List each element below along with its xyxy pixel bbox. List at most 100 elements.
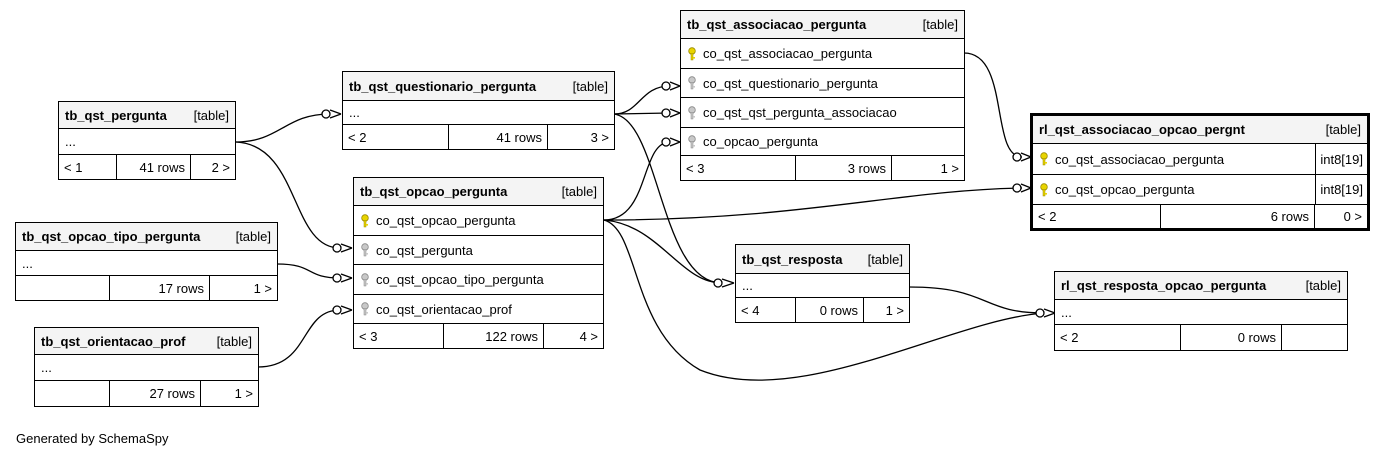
row-count: 41 rows (449, 125, 548, 149)
foreign-key-icon (361, 243, 369, 257)
primary-key-icon (688, 46, 696, 60)
table-name: tb_qst_resposta (742, 251, 843, 267)
column-row[interactable]: co_opcao_pergunta (681, 128, 964, 156)
table-footer: < 4 0 rows 1 > (736, 298, 909, 322)
parents-count[interactable]: < 3 (681, 156, 796, 180)
table-tag: [table] (1305, 278, 1341, 293)
foreign-key-icon (688, 105, 696, 119)
table-tb-qst-orientacao-prof[interactable]: tb_qst_orientacao_prof [table] ... 27 ro… (34, 327, 259, 407)
table-tb-qst-opcao-pergunta[interactable]: tb_qst_opcao_pergunta [table] co_qst_opc… (353, 177, 604, 349)
foreign-key-icon (688, 134, 696, 148)
ellipsis-row: ... (35, 355, 258, 381)
column-name: co_qst_questionario_pergunta (703, 75, 878, 91)
ellipsis-row: ... (736, 274, 909, 298)
table-tag: [table] (572, 78, 608, 94)
ellipsis-row: ... (1055, 300, 1347, 325)
children-count[interactable]: 1 > (234, 386, 253, 401)
table-tb-qst-questionario-pergunta[interactable]: tb_qst_questionario_pergunta [table] ...… (342, 71, 615, 150)
children-count[interactable]: 0 > (1343, 209, 1362, 224)
table-footer: < 2 41 rows 3 > (343, 125, 614, 149)
column-row[interactable]: co_qst_pergunta (354, 236, 603, 265)
row-count: 27 rows (110, 381, 201, 406)
parents-count[interactable]: < 2 (343, 125, 449, 149)
parents-count[interactable]: < 1 (59, 155, 117, 179)
column-name: co_qst_associacao_pergunta (1055, 151, 1225, 167)
parents-count[interactable]: < 4 (736, 298, 796, 322)
column-row[interactable]: co_qst_questionario_pergunta (681, 69, 964, 98)
children-count[interactable]: 1 > (940, 160, 959, 176)
table-tb-qst-opcao-tipo-pergunta[interactable]: tb_qst_opcao_tipo_pergunta [table] ... 1… (15, 222, 278, 301)
table-header: rl_qst_resposta_opcao_pergunta [table] (1055, 272, 1347, 300)
edge-opcao-associacao (603, 141, 671, 221)
edge-pergunta-questionario (235, 113, 331, 143)
children-count[interactable]: 1 > (885, 302, 904, 318)
parents-count[interactable]: < 3 (354, 324, 444, 348)
column-name: co_qst_orientacao_prof (376, 301, 512, 317)
column-type: int8[19] (1315, 175, 1367, 204)
edge-associacao-rl (963, 52, 1023, 158)
table-tag: [table] (235, 229, 271, 244)
children-count[interactable]: 4 > (579, 328, 598, 344)
foreign-key-icon (361, 302, 369, 316)
edge-tipo-opcao (276, 263, 341, 279)
row-count: 41 rows (117, 155, 191, 179)
row-count: 0 rows (796, 298, 864, 322)
edge-questionario-resposta (613, 113, 723, 284)
table-name: tb_qst_pergunta (65, 107, 167, 123)
table-rl-qst-associacao-opcao-pergnt[interactable]: rl_qst_associacao_opcao_pergnt [table] c… (1030, 113, 1370, 231)
primary-key-icon (361, 213, 369, 227)
parents-count[interactable] (35, 381, 110, 406)
column-name: co_opcao_pergunta (703, 134, 818, 149)
table-footer: < 3 3 rows 1 > (681, 156, 964, 180)
column-row[interactable]: co_qst_opcao_tipo_pergunta (354, 265, 603, 295)
table-tb-qst-pergunta[interactable]: tb_qst_pergunta [table] ... < 1 41 rows … (58, 101, 236, 180)
table-tag: [table] (1325, 122, 1361, 137)
column-name: co_qst_qst_pergunta_associacao (703, 105, 897, 120)
primary-key-icon (1040, 182, 1048, 196)
column-name: co_qst_opcao_pergunta (376, 213, 516, 228)
table-header: tb_qst_associacao_pergunta [table] (681, 11, 964, 39)
table-tag: [table] (561, 184, 597, 199)
table-footer: < 2 6 rows 0 > (1033, 205, 1367, 228)
table-footer: 27 rows 1 > (35, 381, 258, 406)
table-tb-qst-associacao-pergunta[interactable]: tb_qst_associacao_pergunta [table] co_qs… (680, 10, 965, 181)
column-row[interactable]: co_qst_qst_pergunta_associacao (681, 98, 964, 128)
row-count: 122 rows (444, 324, 544, 348)
row-count: 0 rows (1181, 325, 1282, 350)
parents-count[interactable]: < 2 (1055, 325, 1181, 350)
children-count[interactable]: 1 > (253, 280, 272, 296)
edge-opcao-rl-associacao (603, 187, 1023, 221)
column-row[interactable]: co_qst_opcao_pergunta (354, 206, 603, 236)
edge-resposta-rl (908, 286, 1045, 314)
parents-count[interactable]: < 2 (1033, 205, 1161, 228)
row-count: 6 rows (1161, 205, 1315, 228)
row-count: 17 rows (110, 276, 210, 300)
table-name: rl_qst_resposta_opcao_pergunta (1061, 278, 1267, 293)
table-rl-qst-resposta-opcao-pergunta[interactable]: rl_qst_resposta_opcao_pergunta [table] .… (1054, 271, 1348, 351)
column-type: int8[19] (1315, 144, 1367, 174)
column-row[interactable]: co_qst_orientacao_prof (354, 295, 603, 324)
children-count[interactable] (1282, 325, 1347, 350)
column-row[interactable]: co_qst_associacao_pergunta (681, 39, 964, 69)
column-name: co_qst_associacao_pergunta (703, 46, 873, 61)
column-row[interactable]: co_qst_associacao_pergunta int8[19] (1033, 144, 1367, 175)
parents-count[interactable] (16, 276, 110, 300)
table-footer: < 3 122 rows 4 > (354, 324, 603, 348)
table-tb-qst-resposta[interactable]: tb_qst_resposta [table] ... < 4 0 rows 1… (735, 244, 910, 323)
table-header: tb_qst_questionario_pergunta [table] (343, 72, 614, 101)
children-count[interactable]: 2 > (211, 159, 230, 175)
column-row[interactable]: co_qst_opcao_pergunta int8[19] (1033, 175, 1367, 205)
children-count[interactable]: 3 > (590, 129, 609, 145)
edge-opcao-rl-resposta (603, 219, 1045, 381)
foreign-key-icon (361, 272, 369, 286)
ellipsis-row: ... (59, 129, 235, 155)
edge-orientacao-opcao (257, 309, 341, 368)
edge-questionario-associacao (613, 85, 671, 115)
table-name: tb_qst_opcao_tipo_pergunta (22, 229, 201, 244)
table-header: tb_qst_pergunta [table] (59, 102, 235, 129)
table-footer: 17 rows 1 > (16, 276, 277, 300)
table-header: tb_qst_orientacao_prof [table] (35, 328, 258, 355)
table-header: rl_qst_associacao_opcao_pergnt [table] (1033, 116, 1367, 144)
table-tag: [table] (216, 333, 252, 349)
